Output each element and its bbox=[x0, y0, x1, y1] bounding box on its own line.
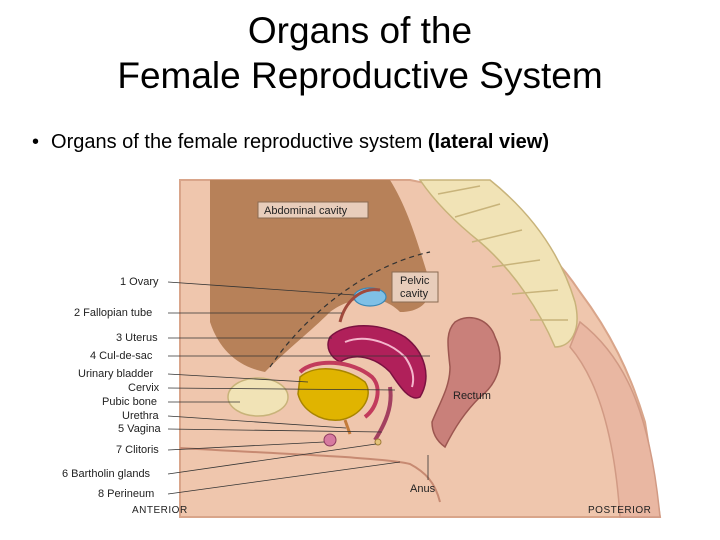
abdominal-cavity-box bbox=[257, 201, 369, 219]
rectum bbox=[431, 316, 501, 449]
label-vagina: 5 Vagina bbox=[118, 423, 161, 435]
clitoris bbox=[323, 433, 337, 447]
buttock bbox=[569, 320, 661, 518]
cavity-divider bbox=[269, 251, 431, 368]
label-ovary: 1 Ovary bbox=[120, 276, 159, 288]
label-uterus: 3 Uterus bbox=[116, 332, 158, 344]
leader-urethra bbox=[167, 415, 347, 429]
bartholin-gland bbox=[374, 438, 382, 446]
anterior-label: ANTERIOR bbox=[132, 505, 188, 516]
label-fallopian-tube: 2 Fallopian tube bbox=[74, 307, 152, 319]
label-urethra: Urethra bbox=[122, 410, 160, 422]
pelvic-cavity-label-2: cavity bbox=[400, 288, 429, 300]
label-cul-de-sac: 4 Cul-de-sac bbox=[90, 350, 153, 362]
bullet-dot: • bbox=[32, 131, 40, 153]
anus-label: Anus bbox=[410, 483, 436, 495]
label-pubic-bone: Pubic bone bbox=[102, 396, 157, 408]
leader-perineum bbox=[167, 461, 401, 495]
leader-clitoris bbox=[167, 441, 325, 451]
abdominal-cavity-label: Abdominal cavity bbox=[264, 205, 348, 217]
leader-cervix bbox=[167, 387, 396, 391]
title-line-2: Female Reproductive System bbox=[117, 55, 603, 96]
leader-vagina bbox=[167, 428, 383, 433]
pelvic-cavity-label-1: Pelvic bbox=[400, 275, 430, 287]
vertebrae bbox=[437, 185, 568, 321]
fallopian-tube bbox=[338, 288, 381, 323]
perineum-surface bbox=[179, 447, 441, 503]
left-labels: 1 Ovary 2 Fallopian tube 3 Uterus 4 Cul-… bbox=[62, 276, 430, 500]
title-line-1: Organs of the bbox=[247, 10, 473, 51]
posterior-label: POSTERIOR bbox=[588, 505, 651, 516]
uterus-lining bbox=[344, 337, 415, 388]
bullet-text: Organs of the female reproductive system bbox=[51, 131, 428, 153]
bullet-bold-text: (lateral view) bbox=[427, 131, 550, 153]
label-bartholin-glands: 6 Bartholin glands bbox=[62, 468, 151, 480]
slide-title: Organs of the Female Reproductive System bbox=[0, 8, 720, 98]
label-cervix: Cervix bbox=[128, 382, 160, 394]
label-clitoris: 7 Clitoris bbox=[116, 444, 159, 456]
bullet-item: • Organs of the female reproductive syste… bbox=[32, 131, 549, 154]
anatomy-diagram: Abdominal cavity Pelvic cavity Rectum 1 … bbox=[62, 179, 662, 518]
leader-bartholin-glands bbox=[167, 443, 377, 475]
spine bbox=[418, 179, 578, 348]
pelvic-cavity-box bbox=[391, 271, 439, 303]
leader-urinary-bladder bbox=[167, 373, 309, 383]
vagina bbox=[373, 386, 393, 442]
bladder-wall bbox=[298, 360, 380, 419]
rectum-label: Rectum bbox=[453, 390, 491, 402]
label-perineum: 8 Perineum bbox=[98, 488, 154, 500]
urinary-bladder bbox=[297, 368, 369, 421]
label-urinary-bladder: Urinary bladder bbox=[78, 368, 154, 380]
abdominal-cavity bbox=[210, 180, 431, 372]
leader-ovary bbox=[167, 281, 355, 296]
pubic-bone bbox=[227, 377, 289, 417]
